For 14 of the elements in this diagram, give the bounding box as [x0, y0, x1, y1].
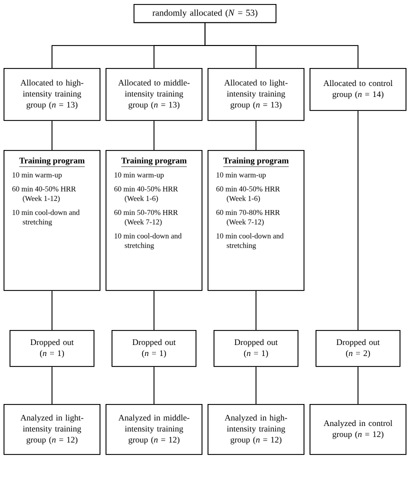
process-box: Analyzed in control group (n = 12): [310, 404, 406, 455]
process-box: Allocated to control group (n = 14): [310, 68, 406, 111]
process-box: Allocated to high-intensity training group (n = 13): [4, 68, 100, 121]
connector-line: [204, 22, 358, 68]
process-box: Analyzed in middle-intensity training group (n = 12): [106, 404, 202, 455]
process-box: Dropped out (n = 1): [214, 330, 298, 367]
process-box: Analyzed in light-intensity training group (n = 12): [4, 404, 100, 455]
process-box: Dropped out (n = 1): [10, 330, 94, 367]
process-box: Allocated to light-intensity training group (n = 13): [208, 68, 304, 121]
process-box: Dropped out (n = 1): [112, 330, 196, 367]
process-box: randomly allocated (N = 53): [134, 4, 276, 24]
process-box: Analyzed in high-intensity training group (n = 12): [208, 404, 304, 455]
process-box: Dropped out (n = 2): [316, 330, 400, 367]
process-box: Allocated to middle-intensity training group (n = 13): [106, 68, 202, 121]
